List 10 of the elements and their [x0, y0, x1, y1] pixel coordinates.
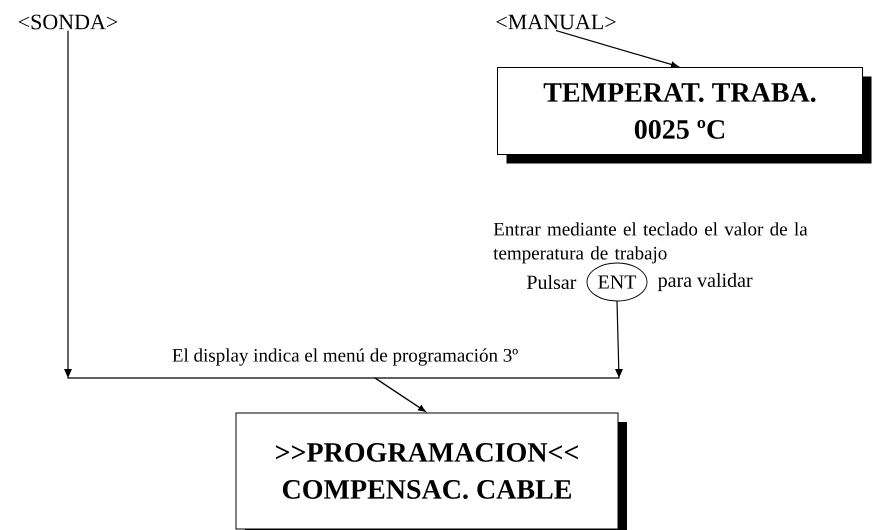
key-hint: para validar [658, 272, 752, 292]
arrow [373, 301, 623, 412]
source-label: <SONDA> [18, 14, 118, 30]
edge-label: El display indica el menú de programación 3º [172, 348, 518, 366]
key-hint: Pulsar [526, 274, 576, 290]
source-label: <MANUAL> [496, 14, 616, 30]
arrow [556, 30, 678, 68]
instruction-text: Entrar mediante el teclado el valor de la temperatura de trabajo [493, 222, 808, 264]
display-box: TEMPERAT. TRABA. 0025 ºC [497, 67, 872, 164]
display-box: >>PROGRAMACION<< COMPENSAC. CABLE [236, 412, 627, 530]
